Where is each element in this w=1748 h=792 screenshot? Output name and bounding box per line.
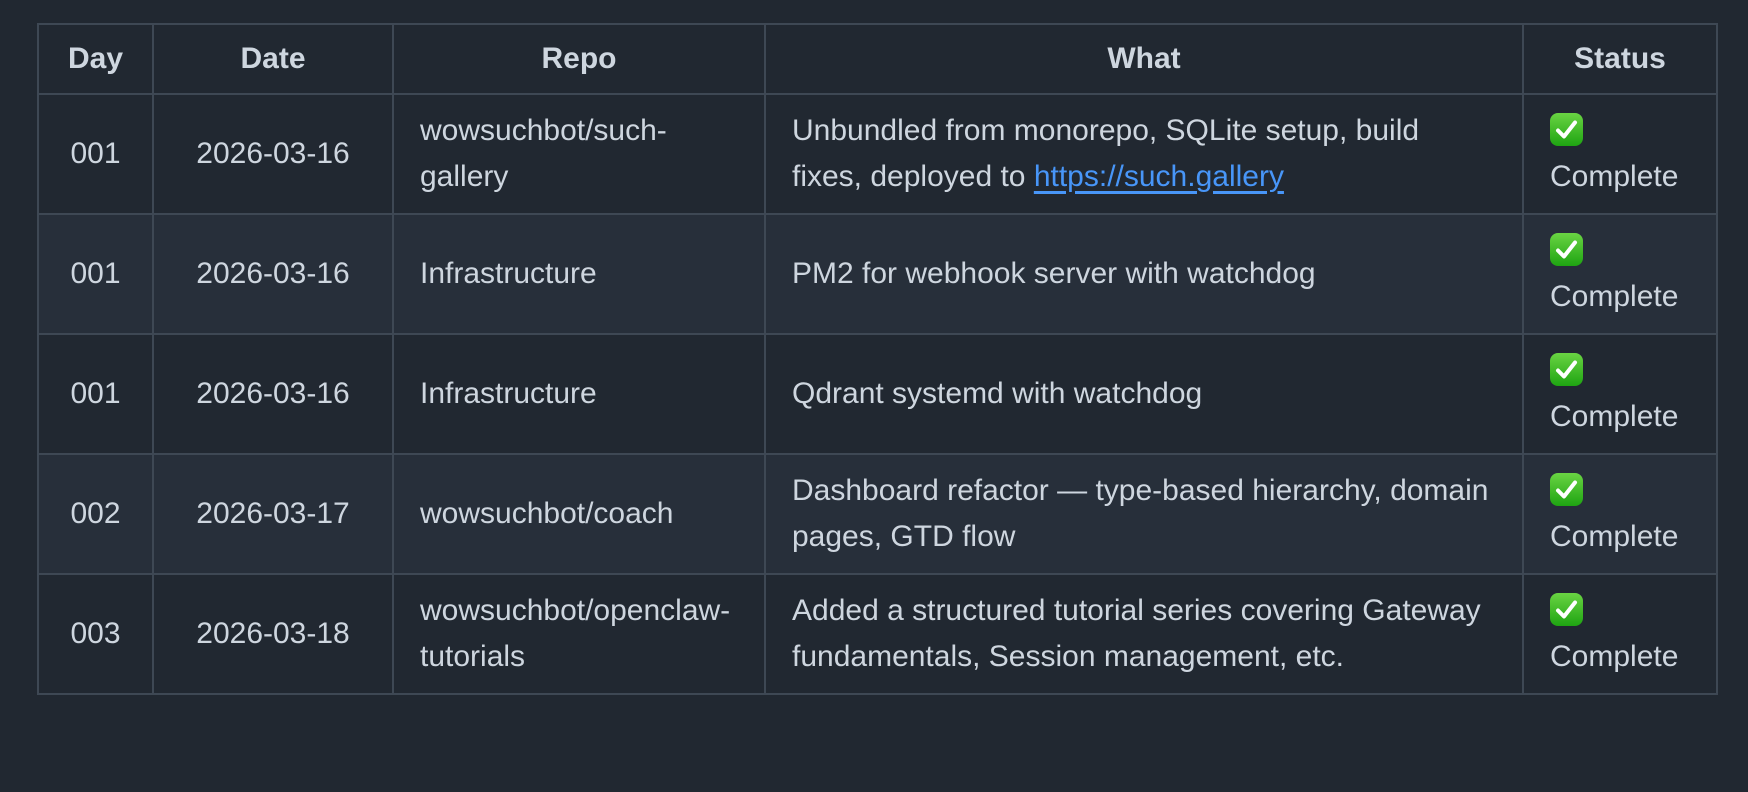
status-cell: Complete bbox=[1522, 573, 1718, 695]
column-header-what: What bbox=[764, 23, 1524, 95]
day-cell: 002 bbox=[37, 453, 154, 575]
check-mark-icon bbox=[1550, 233, 1583, 266]
day-cell: 001 bbox=[37, 213, 154, 335]
check-mark-icon bbox=[1550, 593, 1583, 626]
what-cell: PM2 for webhook server with watchdog bbox=[764, 213, 1524, 335]
table-row: 001 2026-03-16 Infrastructure Qdrant sys… bbox=[37, 333, 1718, 455]
status-cell: Complete bbox=[1522, 453, 1718, 575]
table-row: 003 2026-03-18 wowsuchbot/openclaw-tutor… bbox=[37, 573, 1718, 695]
check-mark-icon bbox=[1550, 353, 1583, 386]
date-cell: 2026-03-18 bbox=[152, 573, 394, 695]
column-header-status: Status bbox=[1522, 23, 1718, 95]
date-cell: 2026-03-16 bbox=[152, 333, 394, 455]
day-cell: 003 bbox=[37, 573, 154, 695]
date-cell: 2026-03-16 bbox=[152, 213, 394, 335]
status-label: Complete bbox=[1550, 520, 1679, 553]
column-header-repo: Repo bbox=[392, 23, 766, 95]
repo-cell: wowsuchbot/such-gallery bbox=[392, 93, 766, 215]
what-text: Unbundled from monorepo, SQLite setup, b… bbox=[792, 114, 1420, 193]
status-label: Complete bbox=[1550, 640, 1679, 673]
what-cell: Qdrant systemd with watchdog bbox=[764, 333, 1524, 455]
status-label: Complete bbox=[1550, 400, 1679, 433]
status-label: Complete bbox=[1550, 280, 1679, 313]
repo-cell: Infrastructure bbox=[392, 333, 766, 455]
header-row: Day Date Repo What Status bbox=[37, 23, 1718, 95]
check-mark-icon bbox=[1550, 473, 1583, 506]
repo-cell: wowsuchbot/openclaw-tutorials bbox=[392, 573, 766, 695]
day-cell: 001 bbox=[37, 93, 154, 215]
status-cell: Complete bbox=[1522, 333, 1718, 455]
status-cell: Complete bbox=[1522, 213, 1718, 335]
date-cell: 2026-03-17 bbox=[152, 453, 394, 575]
column-header-date: Date bbox=[152, 23, 394, 95]
column-header-day: Day bbox=[37, 23, 154, 95]
such-gallery-link[interactable]: https://such.gallery bbox=[1033, 160, 1284, 193]
what-cell: Added a structured tutorial series cover… bbox=[764, 573, 1524, 695]
check-mark-icon bbox=[1550, 113, 1583, 146]
status-cell: Complete bbox=[1522, 93, 1718, 215]
date-cell: 2026-03-16 bbox=[152, 93, 394, 215]
table-row: 001 2026-03-16 wowsuchbot/such-gallery U… bbox=[37, 93, 1718, 215]
day-cell: 001 bbox=[37, 333, 154, 455]
table-row: 001 2026-03-16 Infrastructure PM2 for we… bbox=[37, 213, 1718, 335]
what-cell: Dashboard refactor — type-based hierarch… bbox=[764, 453, 1524, 575]
what-cell: Unbundled from monorepo, SQLite setup, b… bbox=[764, 93, 1524, 215]
table-row: 002 2026-03-17 wowsuchbot/coach Dashboar… bbox=[37, 453, 1718, 575]
status-label: Complete bbox=[1550, 160, 1679, 193]
daily-log-table: Day Date Repo What Status 001 2026-03-16… bbox=[37, 23, 1718, 695]
repo-cell: Infrastructure bbox=[392, 213, 766, 335]
page: Day Date Repo What Status 001 2026-03-16… bbox=[37, 23, 1718, 695]
repo-cell: wowsuchbot/coach bbox=[392, 453, 766, 575]
